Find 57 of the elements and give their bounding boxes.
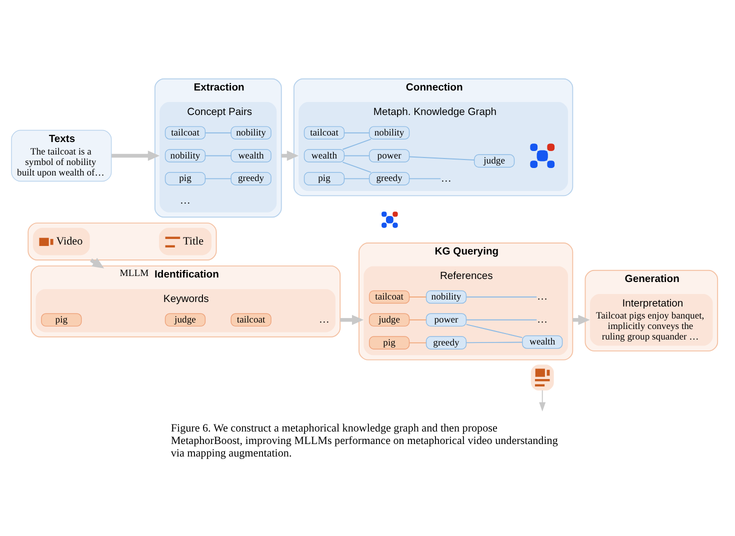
node-box: nobility [164,149,206,162]
connector [204,178,232,180]
node-box: tailcoat [164,126,206,140]
label: … [319,314,330,326]
arrow [572,314,590,325]
connector [408,178,442,180]
cluster [28,222,217,260]
node-box: Texts The tailcoat is a symbol of nobility built upon wealth of… [11,130,112,182]
node-box: nobility [230,126,272,140]
caption: Figure 6. We construct a metaphorical knowledge graph and then propose MetaphorBoost, improving MLLMs performance on metaphorical video understanding via mapping augmentation. [170,422,558,460]
node-box: tailcoat [230,313,272,327]
node-box: judge [164,313,206,327]
node-text: … [537,314,548,326]
connector [466,319,538,320]
node-box: judge [474,154,515,168]
connector [204,132,232,134]
node-box: pig [304,172,345,186]
connector [466,324,523,338]
connector [344,132,370,134]
node-box: wealth [304,149,345,162]
node-box: power [368,149,410,162]
node-box: wealth [522,335,563,349]
connector [466,296,538,298]
node-box: Interpretation Tailcoat pigs enjoy banquet, implicitly conveys the ruling group squander … [590,294,713,346]
node-box: greedy [230,172,272,186]
label: … [180,196,190,207]
node-box: tailcoat [304,126,345,140]
node-text: … [537,292,548,303]
node-box: greedy [426,336,467,350]
node-box: greedy [368,172,410,186]
node-text: … [441,173,452,184]
arrow [340,314,364,325]
node-box: pig [164,172,206,186]
connector [344,178,370,180]
arrow [112,150,160,161]
node-box: pig [368,336,410,350]
node-box: nobility [368,126,410,140]
node-box: wealth [230,149,272,162]
node-box: pig [41,313,82,327]
node-box: judge [368,313,410,327]
node-box: power [426,313,467,327]
connector [342,162,372,173]
connector [408,156,475,160]
node-box: Video [32,228,90,256]
arrow [539,390,546,412]
connector [408,342,427,344]
node-box [530,364,554,390]
node-box: Title [159,228,212,256]
connector [408,319,427,320]
connector [342,138,372,150]
edge-label: MLLM [120,268,149,279]
node-box: nobility [426,290,467,304]
connector [408,296,427,298]
connector [466,342,523,344]
node-box: tailcoat [368,290,410,304]
connector [344,155,370,156]
connector [204,155,232,156]
